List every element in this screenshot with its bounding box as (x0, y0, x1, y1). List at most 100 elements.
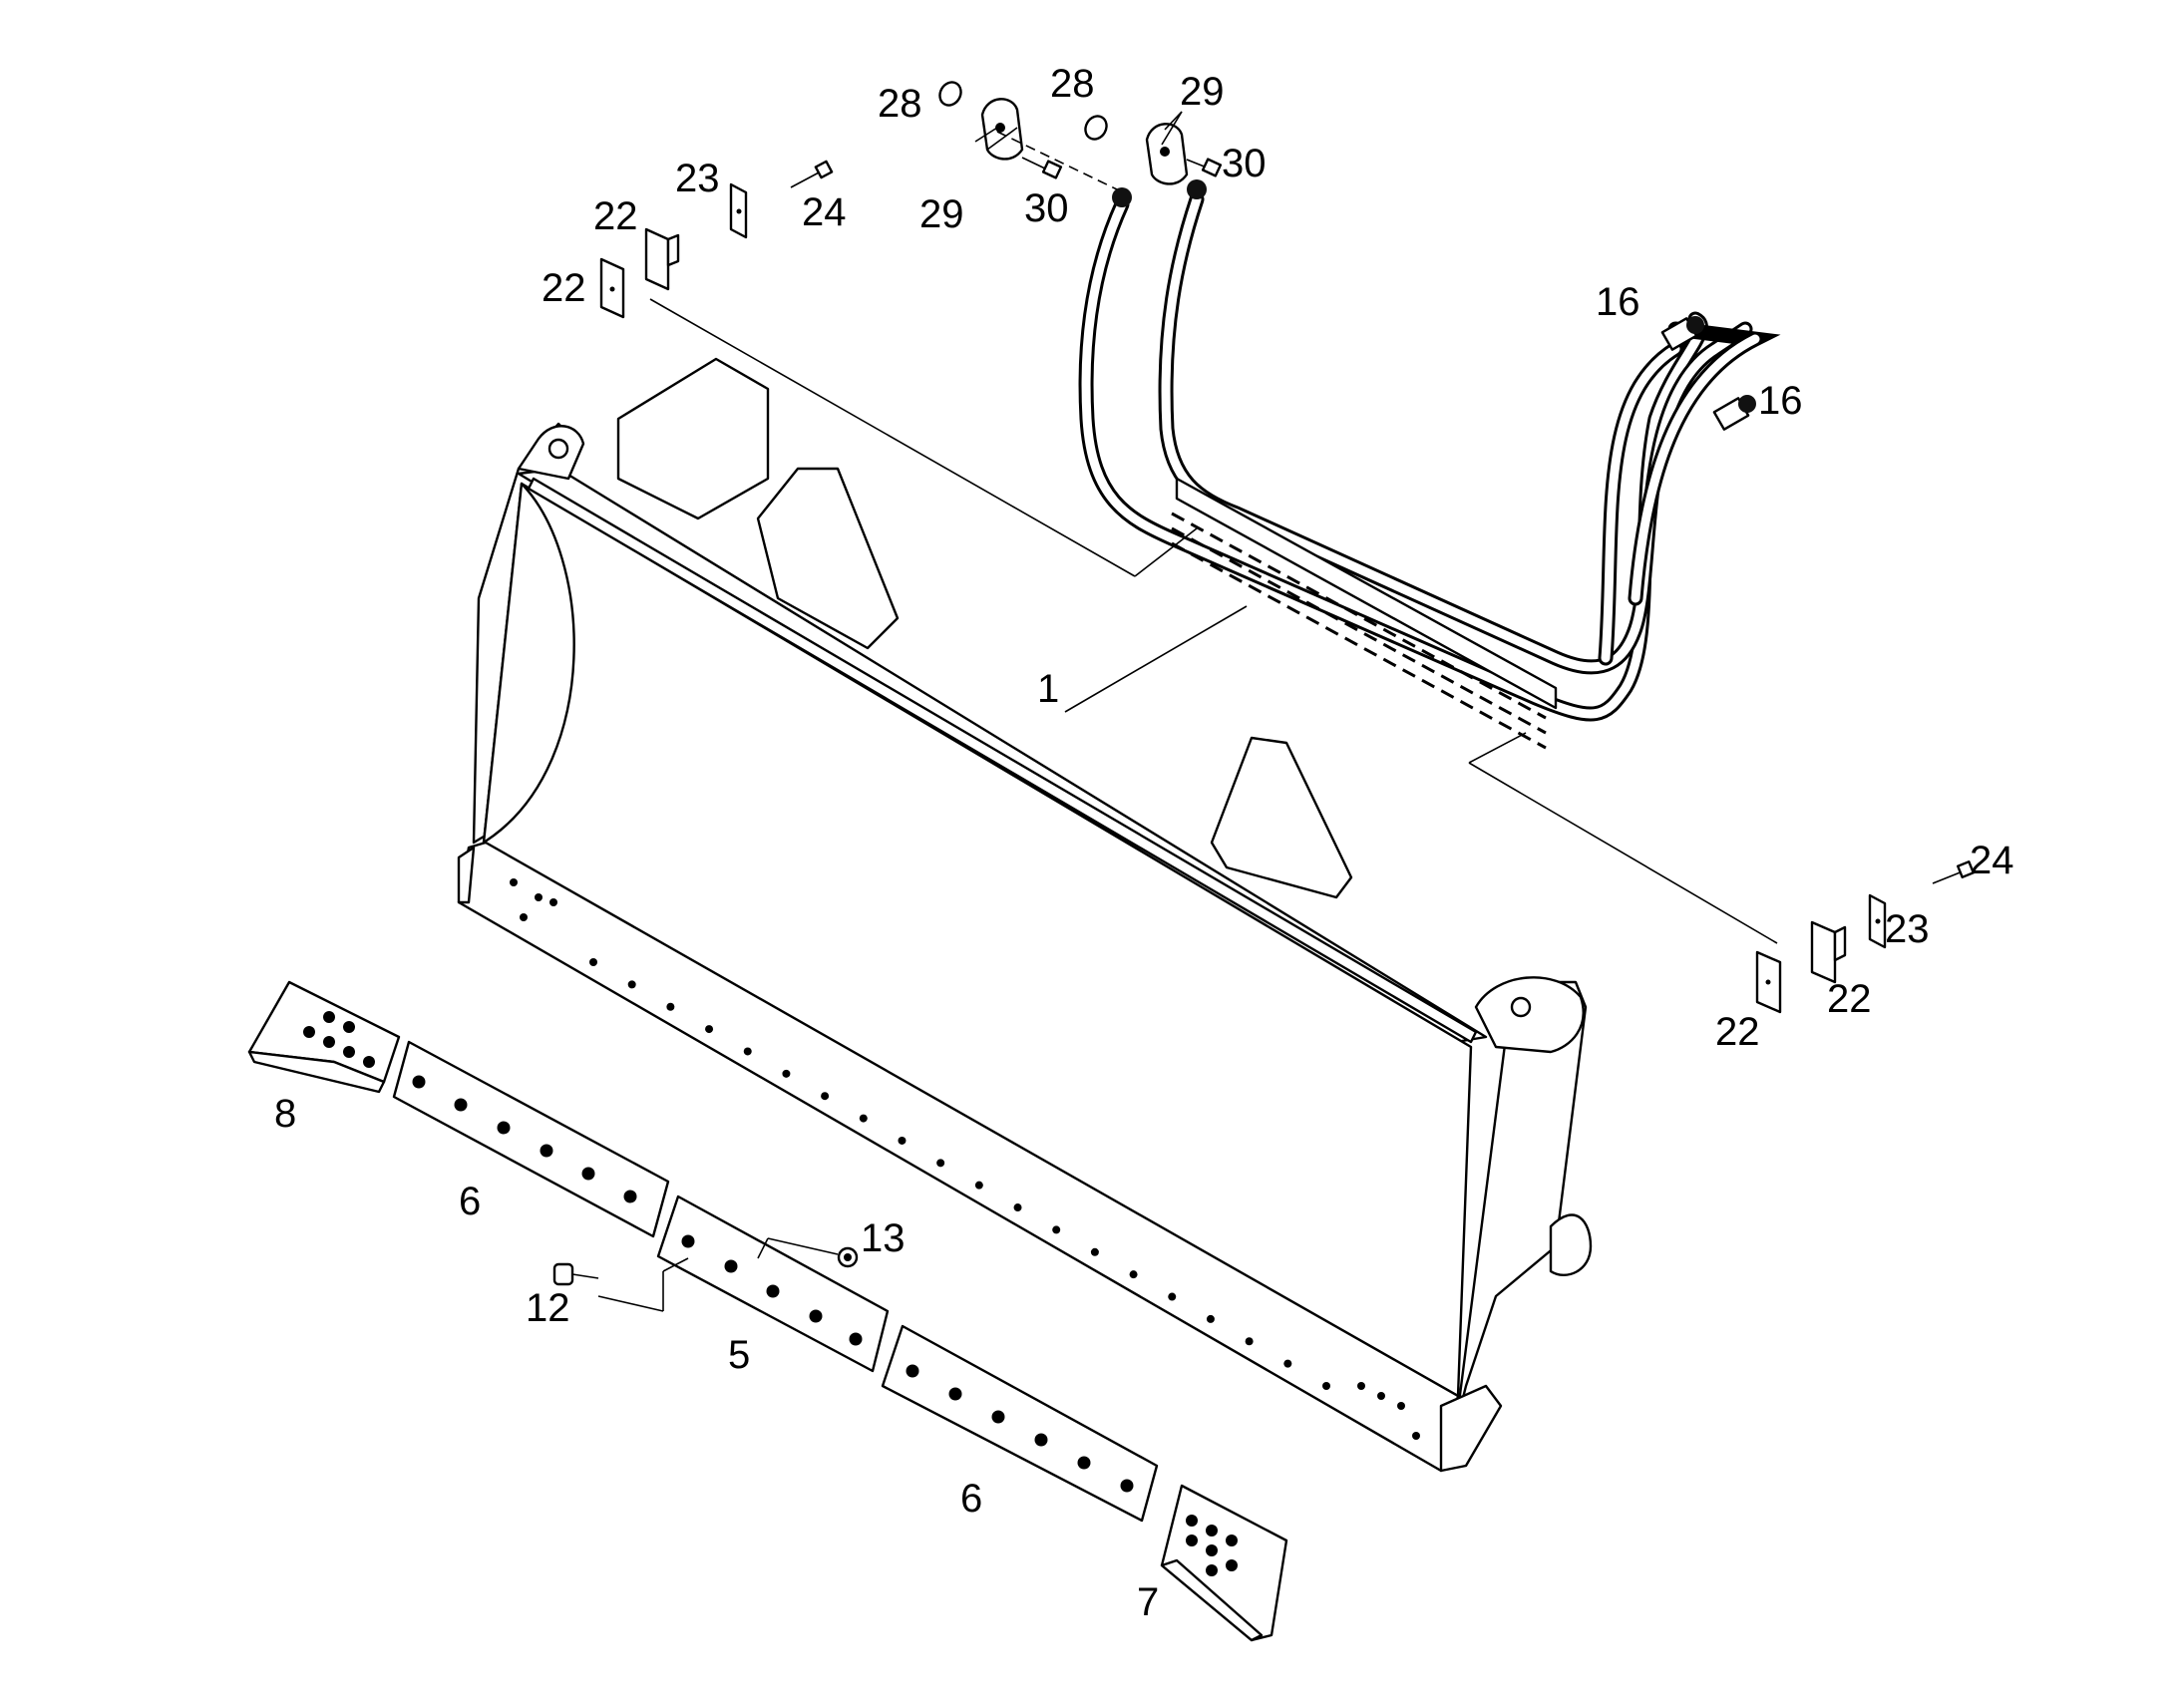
bolt-hole (581, 1167, 595, 1181)
hydraulic-hoses (1078, 179, 1781, 722)
bolt-hole (454, 1098, 468, 1112)
o-ring-28-right (1084, 115, 1108, 141)
bolt-hole (991, 1410, 1005, 1424)
left-gusset (756, 467, 900, 650)
bolt-hole (520, 913, 528, 921)
corner-tooth-left (247, 980, 401, 1094)
bolt-hole (1283, 1359, 1292, 1368)
bolt-24-right (1932, 859, 1976, 884)
bolt-hole (497, 1121, 511, 1135)
bolt-12 (552, 1262, 599, 1286)
bolt-hole (540, 1144, 553, 1158)
bolt-hole (1013, 1203, 1022, 1212)
plate-23-right (1868, 893, 1887, 949)
callout-5: 5 (728, 1333, 750, 1377)
bolt-30-left (1021, 157, 1063, 179)
cutting-edge-5-center (656, 1195, 890, 1373)
cutting-edge-6-left (392, 1040, 670, 1238)
mounting-bracket (616, 357, 770, 520)
bolt-hole (766, 1284, 780, 1298)
bolt-hole (363, 1056, 375, 1068)
bolt-hole (821, 1092, 830, 1101)
bolt-24-left (790, 160, 834, 188)
bolt-hole (705, 1025, 714, 1034)
bolt-hole (589, 958, 597, 966)
bolt-hole (1377, 1392, 1385, 1400)
bolt-hole (743, 1047, 752, 1056)
bolt-hole (1206, 1314, 1215, 1323)
callout-29b: 29 (1180, 70, 1225, 114)
bolt-hole (1090, 1247, 1099, 1256)
bolt-hole (1397, 1402, 1405, 1410)
bolt-hole (1322, 1382, 1330, 1390)
right-gusset (1210, 736, 1353, 899)
o-ring-28-left (938, 81, 962, 107)
bolt-hole (1226, 1535, 1238, 1546)
flange-29-left (980, 98, 1024, 161)
clamp-22-c (1810, 920, 1847, 984)
callout-16b: 16 (1758, 379, 1803, 423)
bolt-hole (1357, 1382, 1365, 1390)
callout-6a: 6 (459, 1180, 481, 1223)
callout-30b: 30 (1222, 142, 1267, 185)
bolt-hole (1129, 1270, 1138, 1279)
bolt-hole (1206, 1544, 1218, 1556)
callout-24b: 24 (1970, 839, 2014, 882)
callout-28b: 28 (1050, 62, 1095, 106)
plate-23-left (729, 182, 748, 239)
bolt-hole (412, 1075, 426, 1089)
nut-13 (837, 1246, 859, 1268)
bolt-hole (623, 1190, 637, 1203)
bolt-hole (1186, 1535, 1198, 1546)
callout-1: 1 (1037, 667, 1059, 711)
bolt-hole (849, 1332, 863, 1346)
bolt-hole (1206, 1525, 1218, 1537)
bolt-hole (303, 1026, 315, 1038)
bolt-hole (906, 1364, 919, 1378)
bolt-hole (859, 1114, 868, 1123)
bolt-hole (974, 1181, 983, 1190)
bolt-30-right (1186, 158, 1223, 177)
corner-tooth-right (1160, 1484, 1288, 1642)
bolt-hole (1245, 1337, 1254, 1346)
callout-7: 7 (1137, 1580, 1159, 1624)
leader-lines (597, 111, 1778, 1312)
bolt-hole (948, 1387, 962, 1401)
bolt-hole (343, 1021, 355, 1033)
callout-29a: 29 (919, 192, 964, 236)
bolt-hole (936, 1159, 945, 1168)
clamp-22-a (644, 227, 680, 291)
hose-guard (1171, 477, 1558, 750)
bolt-hole (343, 1046, 355, 1058)
bolt-hole (535, 893, 543, 901)
callout-24a: 24 (802, 190, 847, 234)
bolt-hole (1120, 1479, 1134, 1493)
bolt-hole (1206, 1564, 1218, 1576)
bolt-hole (627, 980, 636, 989)
cutting-edge-bolt-holes (510, 878, 1420, 1440)
bolt-hole (1186, 1515, 1198, 1527)
cutting-edge-6-right (881, 1324, 1159, 1523)
callout-23a: 23 (675, 157, 720, 200)
clamp-22-d (1755, 950, 1782, 1014)
bolt-hole (666, 1002, 675, 1011)
callout-30a: 30 (1024, 186, 1069, 230)
callout-13: 13 (861, 1216, 906, 1260)
bolt-hole (1168, 1292, 1177, 1301)
clamp-22-b (599, 257, 625, 319)
bolt-hole (323, 1011, 335, 1023)
bolt-hole (1077, 1456, 1091, 1470)
callout-labels: 1 5 6 6 7 8 12 13 16 16 22 22 22 22 23 2… (274, 62, 2014, 1624)
callout-28a: 28 (878, 82, 922, 126)
flange-29-right (1145, 123, 1189, 185)
bolt-hole (323, 1036, 335, 1048)
loader-bucket (457, 357, 1593, 1473)
callout-8: 8 (274, 1092, 296, 1136)
bolt-hole (510, 878, 518, 886)
bolt-hole (1034, 1433, 1048, 1447)
hardware (552, 81, 1976, 1286)
callout-6b: 6 (960, 1477, 982, 1521)
bolt-hole (782, 1069, 791, 1078)
bolt-hole (1226, 1559, 1238, 1571)
